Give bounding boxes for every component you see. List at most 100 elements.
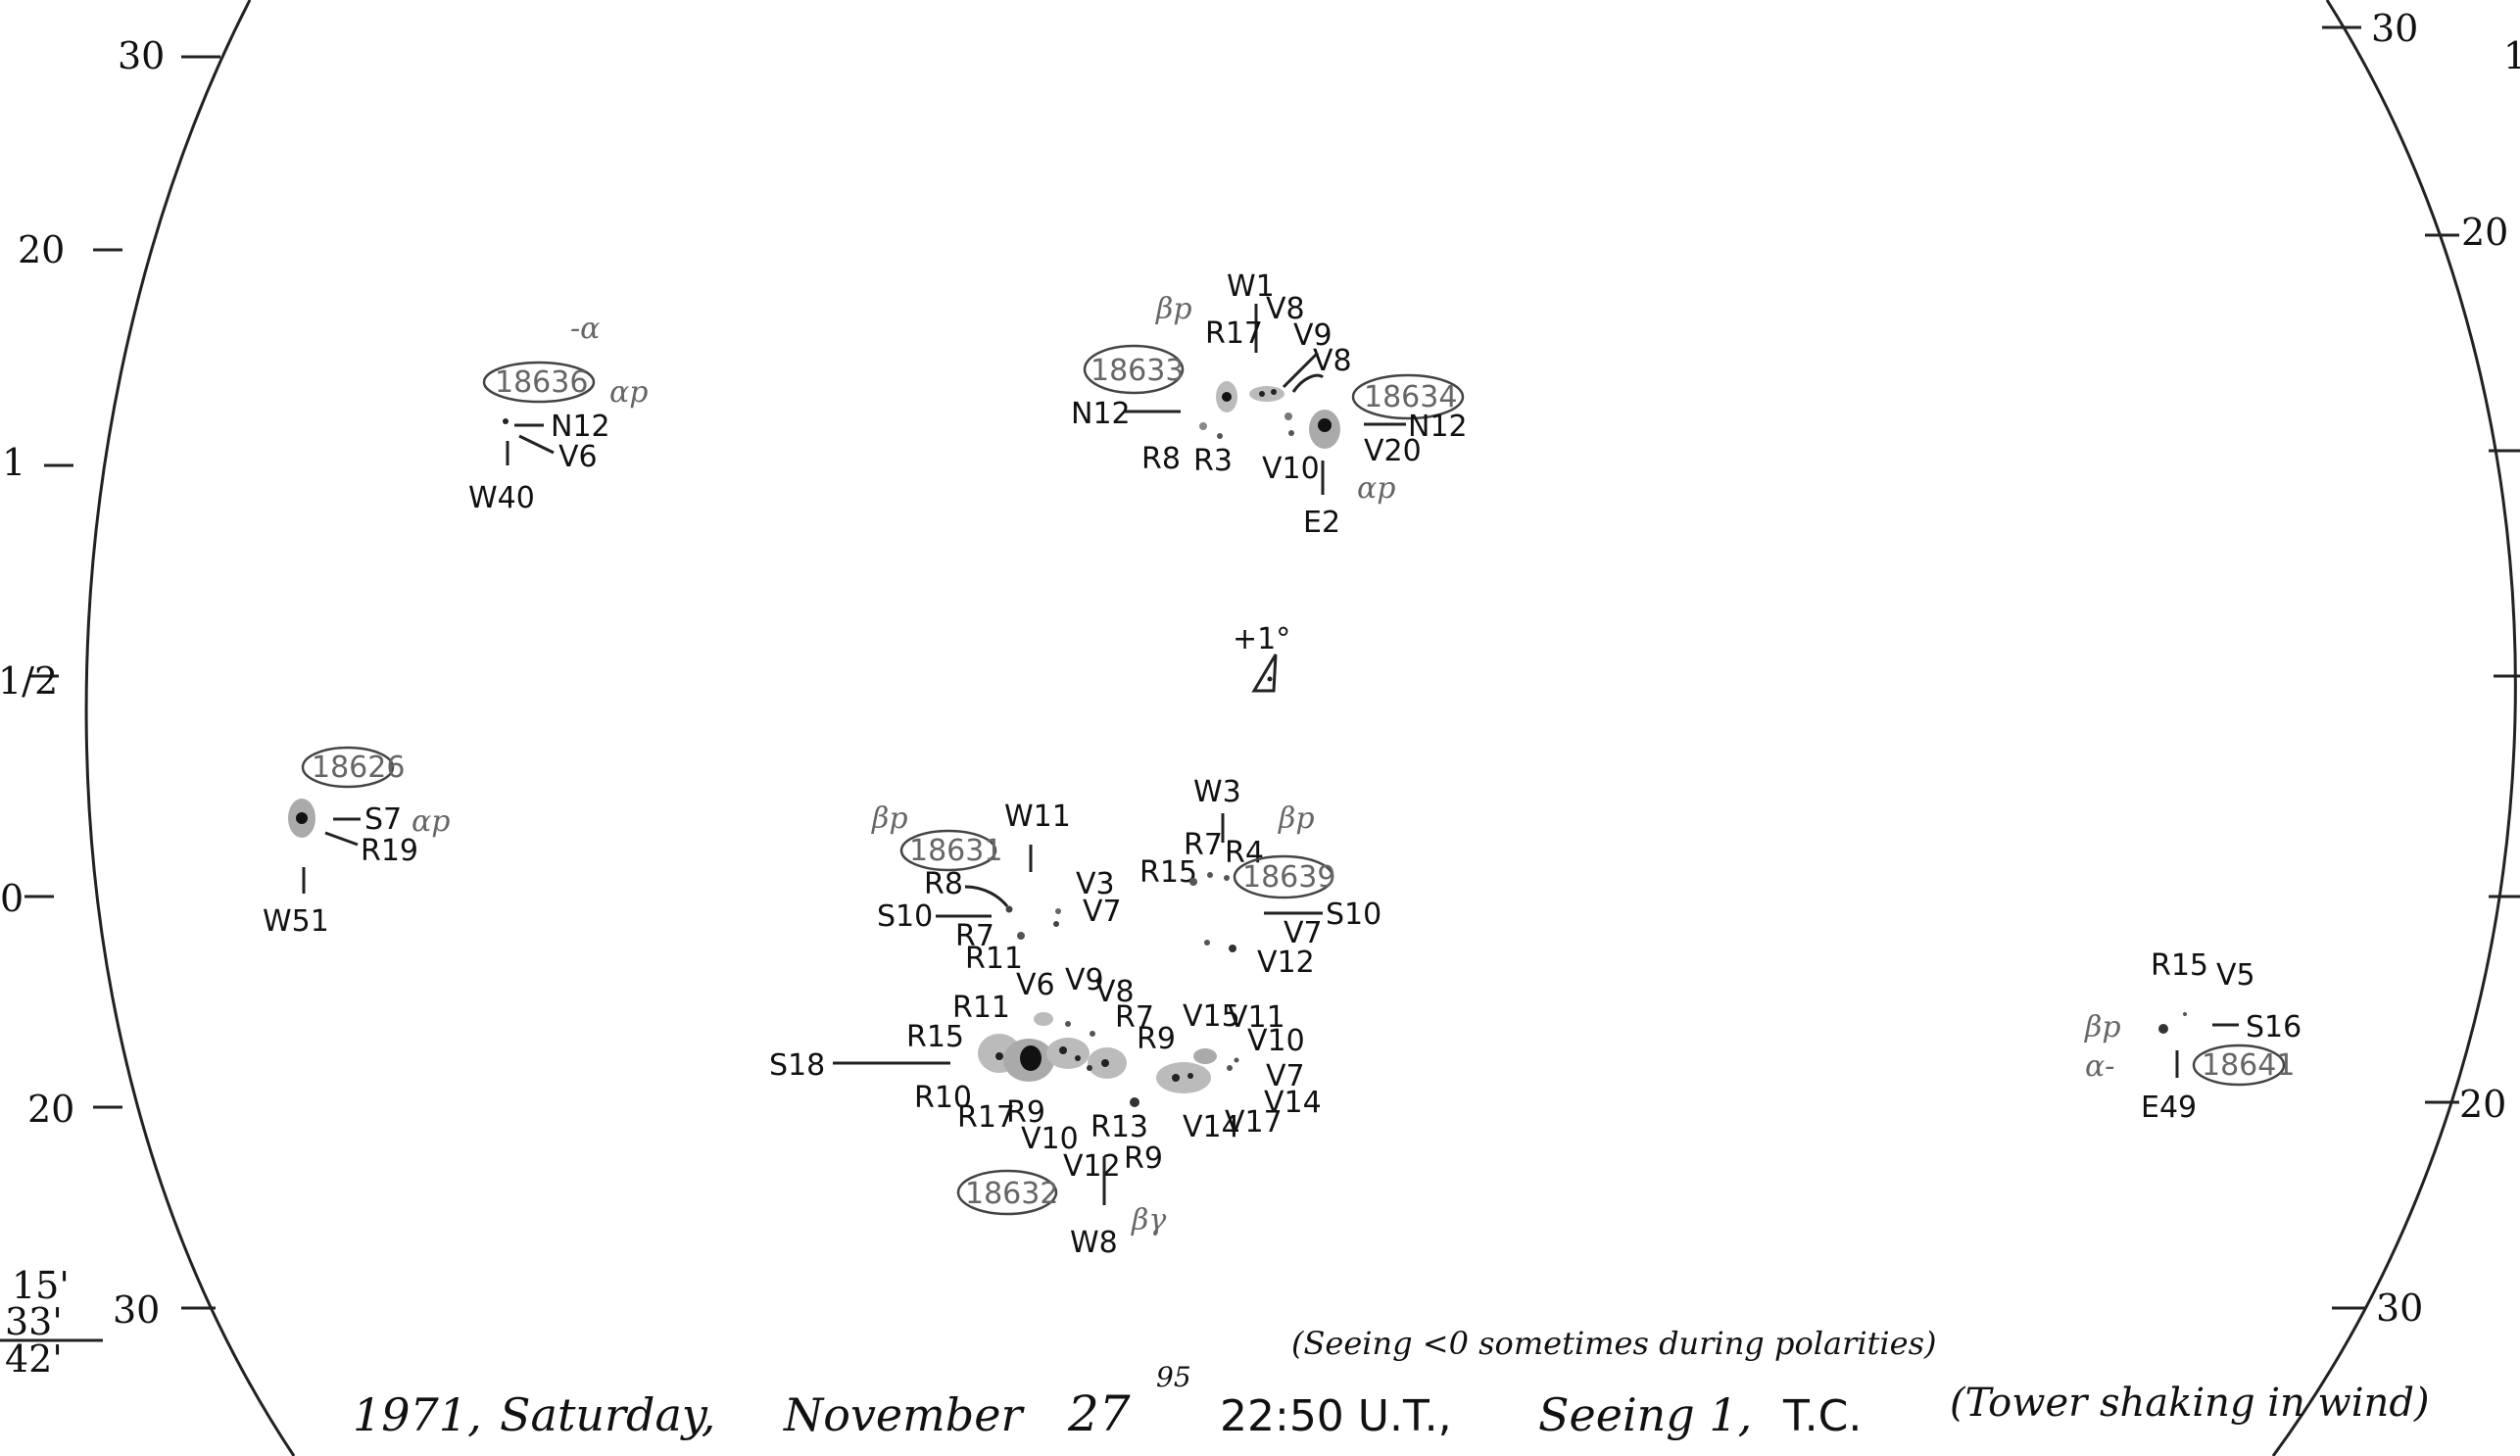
group-type: βp bbox=[2084, 1010, 2121, 1044]
solar-limb-left bbox=[84, 0, 296, 1456]
mark-label: E2 bbox=[1303, 506, 1340, 540]
mark-label: R7 bbox=[955, 919, 994, 953]
mark-label: R17 bbox=[957, 1100, 1015, 1135]
mark-label: N12 bbox=[1071, 397, 1131, 431]
mark-label: V12 bbox=[1257, 946, 1315, 980]
right-tick-label: 20 bbox=[2461, 211, 2508, 254]
mark-label: S18 bbox=[769, 1048, 825, 1083]
mark-label: V8 bbox=[1095, 975, 1135, 1009]
sunspot-group-18634: 18634 αp N12 V20 V10 E2 bbox=[1262, 373, 1468, 540]
right-tick-label: 30 bbox=[2371, 7, 2418, 50]
mark-label: V12 bbox=[1063, 1149, 1121, 1184]
scale-notes: 15' 33' 42' bbox=[0, 1264, 103, 1381]
group-type: αp bbox=[609, 375, 648, 410]
mark-label: N12 bbox=[1408, 410, 1468, 444]
group-id: 18636 bbox=[495, 365, 588, 400]
right-latitude-scale: 30 20 20 30 1 bbox=[2322, 7, 2520, 1330]
mark-label: W8 bbox=[1070, 1226, 1118, 1260]
solar-limb-right bbox=[2271, 0, 2517, 1456]
mark-label: E49 bbox=[2141, 1091, 2197, 1125]
mark-label: S10 bbox=[1326, 898, 1381, 932]
group-type: βp bbox=[871, 801, 908, 836]
right-tick-label: 1 bbox=[2503, 34, 2520, 77]
sunspot-group-18631: βp 18631 W11 R8 S10 V3 V7 R7 R11 bbox=[871, 800, 1122, 976]
mark-label: V14 bbox=[1264, 1086, 1322, 1120]
mark-label: R19 bbox=[361, 834, 418, 868]
footer-day: Saturday, bbox=[500, 1388, 715, 1441]
mark-label: V6 bbox=[1016, 968, 1055, 1002]
mark-label: R9 bbox=[1137, 1022, 1176, 1056]
mark-label: V7 bbox=[1083, 895, 1122, 929]
sunspot-group-18626: 18626 αp S7 R19 W51 bbox=[263, 746, 450, 939]
scale-note: 42' bbox=[5, 1337, 63, 1381]
left-tick-label: 0 bbox=[0, 877, 24, 920]
sunspot-group-18636: -α 18636 αp N12 V6 W40 bbox=[468, 312, 648, 515]
left-tick-label: 1 bbox=[2, 441, 25, 484]
group-id: 18633 bbox=[1090, 354, 1184, 388]
group-id: 18641 bbox=[2202, 1048, 2295, 1083]
mark-label: V7 bbox=[1284, 916, 1323, 950]
mark-label: V7 bbox=[1266, 1059, 1305, 1093]
footer-date-superscript: 95 bbox=[1156, 1361, 1191, 1393]
mark-label: V10 bbox=[1262, 452, 1320, 486]
mark-label: V6 bbox=[558, 440, 598, 474]
mark-label: R13 bbox=[1090, 1110, 1148, 1144]
mark-label: R8 bbox=[924, 867, 963, 901]
footer-year: 1971, bbox=[353, 1388, 482, 1441]
mark-label: R9 bbox=[1124, 1141, 1163, 1176]
sunspot-group-18632: S18 R15 R11 V6 V9 V8 R7 R9 V15 V11 V10 V… bbox=[769, 963, 1322, 1260]
group-note: -α bbox=[570, 312, 600, 346]
mark-label: R15 bbox=[1139, 855, 1197, 890]
mark-label: R15 bbox=[2151, 948, 2208, 983]
group-note: α- bbox=[2085, 1049, 2114, 1084]
left-tick-label: 30 bbox=[113, 1288, 160, 1332]
group-id: 18632 bbox=[965, 1177, 1058, 1211]
sunspot-group-18641: R15 V5 βp S16 α- 18641 E49 bbox=[2084, 948, 2302, 1125]
left-tick-label: 20 bbox=[18, 228, 65, 271]
mark-label: V9 bbox=[1293, 318, 1333, 353]
group-id: 18631 bbox=[909, 834, 1002, 868]
left-tick-label: 20 bbox=[27, 1088, 74, 1131]
mark-label: R10 bbox=[914, 1081, 972, 1115]
left-latitude-scale: 30 20 1 0 20 30 1/2 bbox=[0, 34, 220, 1332]
right-tick-label: 20 bbox=[2459, 1083, 2506, 1126]
group-id: 18626 bbox=[312, 751, 405, 785]
mark-label: V8 bbox=[1313, 344, 1352, 378]
mark-label: S10 bbox=[877, 899, 933, 934]
mark-label: V9 bbox=[1065, 963, 1104, 997]
disk-center-marker: +1° bbox=[1233, 622, 1290, 693]
group-id: 18634 bbox=[1364, 380, 1457, 414]
mark-label: S16 bbox=[2246, 1010, 2302, 1044]
mark-label: V15 bbox=[1183, 999, 1240, 1034]
group-type: βp bbox=[1155, 292, 1192, 326]
mark-label: R7 bbox=[1115, 1000, 1154, 1035]
mark-label: R15 bbox=[906, 1020, 964, 1054]
mark-label: S7 bbox=[364, 802, 402, 837]
observation-footer: 1971, Saturday, November 27 95 22:50 U.T… bbox=[353, 1361, 2430, 1442]
mark-label: R9 bbox=[1006, 1095, 1045, 1130]
footer-observer: T.C. bbox=[1782, 1391, 1862, 1441]
mark-label: W3 bbox=[1193, 775, 1241, 809]
center-mark-label: +1° bbox=[1233, 622, 1290, 656]
mark-label: V14 bbox=[1183, 1110, 1240, 1144]
scale-note: 15' bbox=[12, 1264, 70, 1307]
mark-label: V17 bbox=[1225, 1105, 1283, 1140]
footer-month: November bbox=[783, 1388, 1025, 1441]
mark-label: W11 bbox=[1004, 800, 1071, 834]
mark-label: V10 bbox=[1247, 1024, 1305, 1058]
mark-label: V5 bbox=[2216, 958, 2255, 993]
mark-label: V3 bbox=[1076, 867, 1115, 901]
mark-label: R8 bbox=[1141, 442, 1181, 476]
mark-label: R7 bbox=[1184, 828, 1223, 862]
mark-label: V8 bbox=[1266, 292, 1305, 326]
footer-date: 27 bbox=[1067, 1385, 1131, 1442]
left-margin-fraction: 1/2 bbox=[0, 659, 58, 703]
seeing-note: (Seeing <0 sometimes during polarities) bbox=[1291, 1325, 1936, 1362]
mark-label: R17 bbox=[1205, 316, 1263, 351]
footer-time: 22:50 U.T., bbox=[1220, 1391, 1452, 1441]
mark-label: V20 bbox=[1364, 434, 1422, 468]
mark-label: R11 bbox=[952, 991, 1010, 1025]
mark-label: V11 bbox=[1228, 1000, 1285, 1035]
sunspot-group-18639: W3 βp R15 R7 R4 18639 S10 V7 V12 bbox=[1139, 775, 1381, 980]
